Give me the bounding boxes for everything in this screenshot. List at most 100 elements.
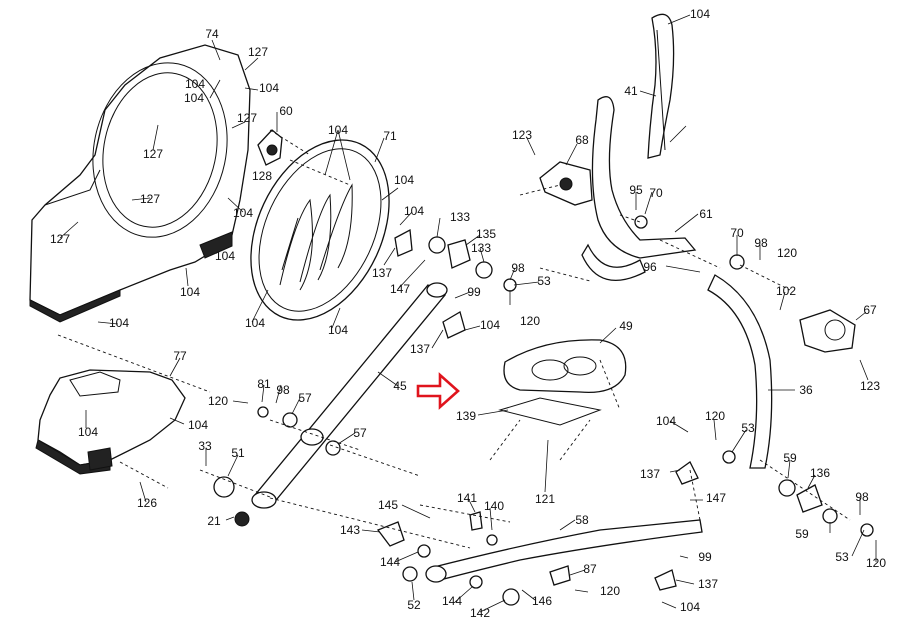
label-leader-lines — [59, 14, 877, 613]
callout-33: 33 — [198, 439, 212, 453]
callout-57b: 57 — [353, 426, 367, 440]
callout-104o: 104 — [78, 425, 98, 439]
callout-144b: 144 — [442, 594, 462, 608]
callout-104n: 104 — [690, 7, 710, 21]
callout-59a: 59 — [783, 451, 797, 465]
callout-104k: 104 — [328, 323, 348, 337]
upper-handle-part — [647, 13, 675, 159]
callout-147a: 147 — [390, 282, 410, 296]
callout-96: 96 — [643, 260, 657, 274]
callout-104h: 104 — [404, 204, 424, 218]
left-shroud-part — [29, 44, 251, 323]
callout-120d: 120 — [705, 409, 725, 423]
roller-part — [257, 129, 283, 166]
callout-143: 143 — [340, 523, 360, 537]
callout-128: 128 — [252, 169, 272, 183]
pedal-arm-part — [707, 274, 773, 469]
callout-98d: 98 — [855, 490, 869, 504]
callout-127a: 127 — [248, 45, 268, 59]
callout-137a: 137 — [372, 266, 392, 280]
callout-60: 60 — [279, 104, 293, 118]
callout-120b: 120 — [777, 246, 797, 260]
callout-133b: 133 — [471, 241, 491, 255]
callout-145: 145 — [378, 498, 398, 512]
callout-58: 58 — [575, 513, 589, 527]
assembly-dashed-lines — [57, 129, 851, 549]
callout-71: 71 — [383, 129, 397, 143]
callout-74: 74 — [205, 27, 219, 41]
handle-arm-part — [581, 96, 697, 281]
callout-123b: 123 — [860, 379, 880, 393]
callout-126: 126 — [137, 496, 157, 510]
callout-140: 140 — [484, 499, 504, 513]
callout-137d: 137 — [698, 577, 718, 591]
callout-121: 121 — [535, 492, 555, 506]
flywheel-disc-part — [250, 139, 390, 321]
callout-45: 45 — [393, 379, 407, 393]
callout-104r: 104 — [680, 600, 700, 614]
bracket-part — [539, 161, 593, 206]
callout-127b: 127 — [237, 111, 257, 125]
callout-68: 68 — [575, 133, 589, 147]
callout-133a: 133 — [450, 210, 470, 224]
callout-70a: 70 — [649, 186, 663, 200]
callout-141: 141 — [457, 491, 477, 505]
callout-127c: 127 — [143, 147, 163, 161]
callout-52: 52 — [407, 598, 421, 612]
callout-104e: 104 — [109, 316, 129, 330]
callout-98b: 98 — [754, 236, 768, 250]
callout-104c: 104 — [233, 206, 253, 220]
callout-53a: 53 — [537, 274, 551, 288]
callout-53c: 53 — [835, 550, 849, 564]
callout-99a: 99 — [467, 285, 481, 299]
callout-120e: 120 — [866, 556, 886, 570]
callout-127d: 127 — [140, 192, 160, 206]
callout-104l: 104 — [185, 77, 205, 91]
callout-67: 67 — [863, 303, 877, 317]
callout-147b: 147 — [706, 491, 726, 505]
callout-41: 41 — [624, 84, 638, 98]
callout-87: 87 — [583, 562, 597, 576]
crank-arm-part-45 — [213, 282, 448, 527]
callout-95: 95 — [629, 183, 643, 197]
callout-104i: 104 — [480, 318, 500, 332]
callout-49: 49 — [619, 319, 633, 333]
callout-99b: 99 — [698, 550, 712, 564]
pedal-part — [498, 339, 627, 426]
callout-51: 51 — [231, 446, 245, 460]
callout-98a: 98 — [511, 261, 525, 275]
callout-21: 21 — [207, 514, 221, 528]
callout-104m: 104 — [215, 249, 235, 263]
callout-120c: 120 — [208, 394, 228, 408]
callout-104a: 104 — [184, 91, 204, 105]
callout-104f: 104 — [328, 123, 348, 137]
highlight-arrow-icon — [416, 372, 460, 410]
callout-102: 102 — [776, 284, 796, 298]
callout-81: 81 — [257, 377, 271, 391]
callout-57a: 57 — [298, 391, 312, 405]
callout-142: 142 — [470, 606, 490, 620]
callout-36: 36 — [799, 383, 813, 397]
cover-part — [799, 309, 856, 353]
callout-104j: 104 — [245, 316, 265, 330]
callout-98c: 98 — [276, 383, 290, 397]
rear-stabilizer-part — [35, 369, 186, 475]
callout-123a: 123 — [512, 128, 532, 142]
callout-104b: 104 — [259, 81, 279, 95]
callout-53b: 53 — [741, 421, 755, 435]
callout-146: 146 — [532, 594, 552, 608]
callout-127e: 127 — [50, 232, 70, 246]
callout-104d: 104 — [180, 285, 200, 299]
callout-144a: 144 — [380, 555, 400, 569]
pedal-bar-part — [425, 519, 703, 583]
callout-59b: 59 — [795, 527, 809, 541]
callout-120a: 120 — [520, 314, 540, 328]
callout-137b: 137 — [410, 342, 430, 356]
callout-120f: 120 — [600, 584, 620, 598]
callout-77: 77 — [173, 349, 187, 363]
callout-104p: 104 — [188, 418, 208, 432]
callout-104q: 104 — [656, 414, 676, 428]
callout-136: 136 — [810, 466, 830, 480]
